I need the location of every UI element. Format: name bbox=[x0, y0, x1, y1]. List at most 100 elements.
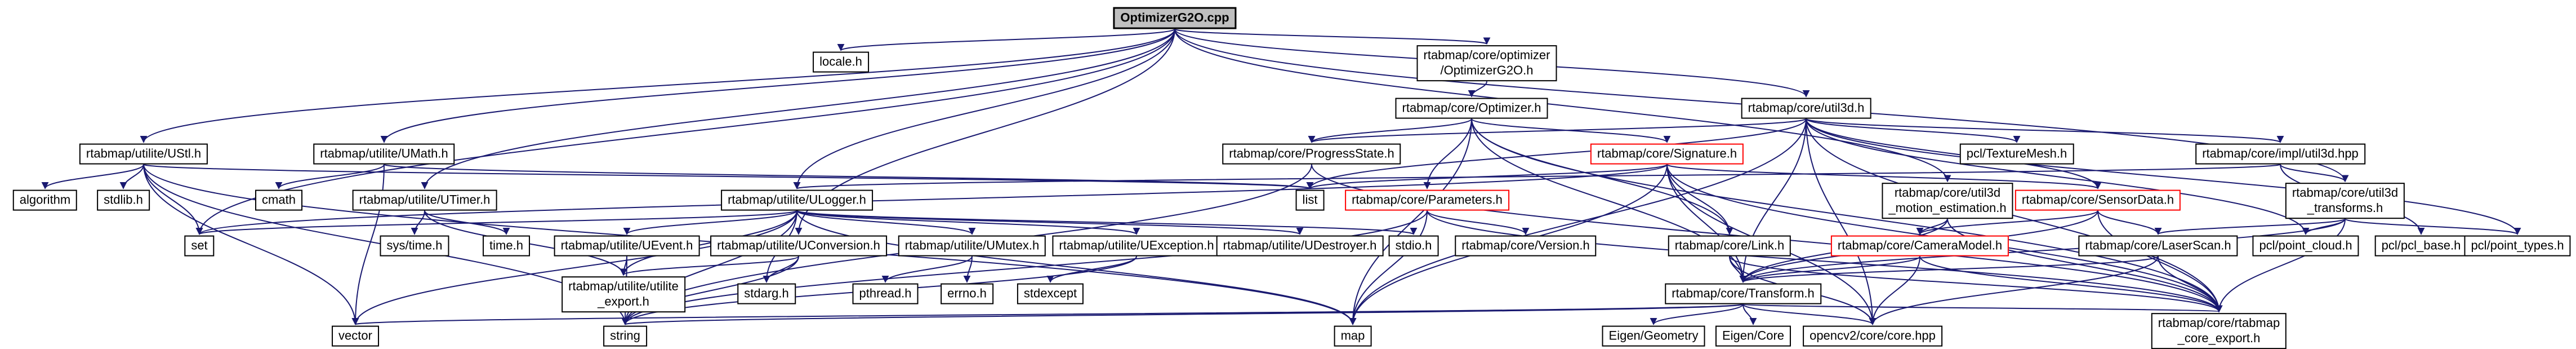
include-edge-sensordata-to-cameramodel bbox=[1916, 210, 2098, 235]
include-edge-ulogger-to-umutex bbox=[796, 210, 976, 235]
graph-node-cmath[interactable]: cmath bbox=[255, 189, 302, 211]
include-edge-optimizer-to-map bbox=[1349, 118, 1472, 325]
graph-node-eigengeom[interactable]: Eigen/Geometry bbox=[1602, 325, 1705, 347]
include-edge-utimer-to-timeh bbox=[424, 210, 510, 235]
include-edge-parameters-to-map bbox=[1349, 210, 1428, 325]
include-edge-transform-to-string bbox=[622, 303, 1744, 325]
include-edge-util3d-to-list bbox=[1306, 118, 1807, 189]
graph-node-umath[interactable]: rtabmap/utilite/UMath.h bbox=[313, 143, 455, 165]
include-edge-umath-to-list bbox=[384, 164, 1313, 189]
include-edge-cpp-to-locale bbox=[837, 28, 1175, 51]
graph-node-map[interactable]: map bbox=[1334, 325, 1372, 347]
graph-node-locale[interactable]: locale.h bbox=[813, 51, 869, 73]
graph-node-utimer[interactable]: rtabmap/utilite/UTimer.h bbox=[352, 189, 497, 211]
include-edge-ulogger-to-vector bbox=[351, 210, 797, 325]
graph-node-uexception[interactable]: rtabmap/utilite/UException.h bbox=[1052, 235, 1221, 257]
include-edge-transform-to-opencv bbox=[1742, 303, 1877, 325]
include-edge-util3d-to-map bbox=[1349, 118, 1807, 325]
graph-node-progress[interactable]: rtabmap/core/ProgressState.h bbox=[1222, 143, 1401, 165]
graph-node-uconversion[interactable]: rtabmap/utilite/UConversion.h bbox=[710, 235, 887, 257]
include-edge-parameters-to-coreexport bbox=[1427, 210, 2223, 313]
include-edge-util3d-to-pointcloud bbox=[1806, 118, 2310, 235]
include-edge-ulogger-to-uexception bbox=[796, 210, 1140, 235]
graph-node-stdlib[interactable]: stdlib.h bbox=[97, 189, 150, 211]
include-edge-cpp-to-ulogger bbox=[793, 29, 1175, 189]
graph-node-uevent[interactable]: rtabmap/utilite/UEvent.h bbox=[554, 235, 700, 257]
graph-node-transform[interactable]: rtabmap/core/Transform.h bbox=[1665, 283, 1821, 304]
graph-node-cameramodel[interactable]: rtabmap/core/CameraModel.h bbox=[1830, 235, 2009, 257]
graph-node-signature[interactable]: rtabmap/core/Signature.h bbox=[1590, 143, 1744, 165]
include-edge-util3d-to-sensordata bbox=[1806, 118, 2102, 189]
graph-node-timeh[interactable]: time.h bbox=[483, 235, 530, 257]
include-edge-transforms-to-laserscan bbox=[2154, 218, 2346, 235]
include-edge-cpp-to-utimer bbox=[421, 29, 1175, 189]
graph-node-pthread[interactable]: pthread.h bbox=[852, 283, 919, 304]
include-edge-transforms-to-pointcloud bbox=[2302, 218, 2346, 235]
include-edge-util3dhpp-to-transforms bbox=[2280, 164, 2349, 183]
graph-node-vector[interactable]: vector bbox=[332, 325, 379, 347]
graph-node-ulogger[interactable]: rtabmap/utilite/ULogger.h bbox=[721, 189, 873, 211]
graph-node-pclbase[interactable]: pcl/pcl_base.h bbox=[2374, 235, 2468, 257]
graph-node-uexport[interactable]: rtabmap/utilite/utilite _export.h bbox=[561, 276, 685, 312]
include-edge-ustl-to-stdlib bbox=[119, 164, 144, 189]
graph-node-eigencore[interactable]: Eigen/Core bbox=[1715, 325, 1791, 347]
include-edge-ustl-to-vector bbox=[143, 164, 359, 325]
include-edge-cameramodel-to-opencv bbox=[1869, 256, 1920, 325]
include-edge-ulogger-to-stdio bbox=[796, 210, 1417, 235]
include-edge-cpp-to-ustl bbox=[140, 29, 1175, 143]
graph-node-link[interactable]: rtabmap/core/Link.h bbox=[1668, 235, 1791, 257]
include-edge-transforms-to-coreexport bbox=[2215, 218, 2346, 313]
include-edge-parameters-to-version bbox=[1427, 210, 1530, 235]
graph-node-systime[interactable]: sys/time.h bbox=[380, 235, 449, 257]
include-edge-signature-to-transform bbox=[1666, 164, 1747, 283]
include-edge-cpp-to-g2oh bbox=[1174, 28, 1490, 45]
graph-node-errno[interactable]: errno.h bbox=[941, 283, 993, 304]
include-edge-cameramodel-to-transform bbox=[1739, 255, 1920, 283]
include-edge-ustl-to-list bbox=[143, 164, 1313, 189]
include-edge-ustl-to-algorithm bbox=[41, 164, 144, 189]
graph-node-parameters[interactable]: rtabmap/core/Parameters.h bbox=[1345, 189, 1509, 211]
graph-node-laserscan[interactable]: rtabmap/core/LaserScan.h bbox=[2078, 235, 2238, 257]
include-edge-transform-to-coreexport bbox=[1742, 303, 2222, 313]
include-edge-utimer-to-systime bbox=[411, 210, 425, 235]
include-edge-link-to-coreexport bbox=[1729, 256, 2223, 313]
graph-node-texturemesh[interactable]: pcl/TextureMesh.h bbox=[1959, 143, 2074, 165]
graph-node-list[interactable]: list bbox=[1295, 189, 1325, 211]
include-edge-util3d-to-texturemesh bbox=[1806, 118, 2021, 143]
graph-node-pointcloud[interactable]: pcl/point_cloud.h bbox=[2252, 235, 2359, 257]
graph-node-sensordata[interactable]: rtabmap/core/SensorData.h bbox=[2015, 189, 2181, 211]
graph-node-ustl[interactable]: rtabmap/utilite/UStl.h bbox=[79, 143, 208, 165]
graph-node-pointtypes[interactable]: pcl/point_types.h bbox=[2464, 235, 2571, 257]
graph-node-util3dhpp[interactable]: rtabmap/core/impl/util3d.hpp bbox=[2195, 143, 2365, 165]
graph-node-algorithm[interactable]: algorithm bbox=[12, 189, 78, 211]
include-edge-signature-to-sensordata bbox=[1666, 164, 2102, 189]
graph-node-util3d[interactable]: rtabmap/core/util3d.h bbox=[1741, 98, 1871, 119]
include-edge-ulogger-to-map bbox=[796, 210, 1357, 325]
graph-node-optimizer[interactable]: rtabmap/core/Optimizer.h bbox=[1395, 98, 1548, 119]
graph-node-udestroyer[interactable]: rtabmap/utilite/UDestroyer.h bbox=[1216, 235, 1384, 257]
include-edge-umath-to-cmath bbox=[275, 164, 385, 189]
include-edge-cpp-to-umath bbox=[380, 29, 1175, 143]
include-edge-util3d-to-pointtypes bbox=[1806, 118, 2521, 235]
graph-node-g2oh[interactable]: rtabmap/core/optimizer /OptimizerG2O.h bbox=[1416, 45, 1557, 81]
graph-node-set[interactable]: set bbox=[184, 235, 215, 257]
include-edge-laserscan-to-coreexport bbox=[2158, 256, 2223, 313]
include-edge-util3dhpp-to-ulogger bbox=[794, 164, 2281, 189]
include-edge-laserscan-to-opencv bbox=[1869, 256, 2159, 325]
graph-node-transforms[interactable]: rtabmap/core/util3d _transforms.h bbox=[2285, 183, 2405, 219]
graph-node-string[interactable]: string bbox=[603, 325, 647, 347]
graph-node-opencv[interactable]: opencv2/core/core.hpp bbox=[1803, 325, 1942, 347]
include-edge-util3d-to-opencv bbox=[1806, 118, 1877, 325]
include-edge-motionest-to-coreexport bbox=[1947, 218, 2223, 313]
graph-node-umutex[interactable]: rtabmap/utilite/UMutex.h bbox=[898, 235, 1046, 257]
graph-node-stdarg[interactable]: stdarg.h bbox=[737, 283, 796, 304]
graph-node-cpp[interactable]: OptimizerG2O.cpp bbox=[1113, 7, 1237, 29]
include-edge-transforms-to-transform bbox=[1739, 218, 2346, 283]
graph-node-version[interactable]: rtabmap/core/Version.h bbox=[1455, 235, 1597, 257]
graph-node-stdio[interactable]: stdio.h bbox=[1388, 235, 1439, 257]
graph-node-coreexport[interactable]: rtabmap/core/rtabmap _core_export.h bbox=[2151, 313, 2287, 349]
graph-node-stdexcept[interactable]: stdexcept bbox=[1017, 283, 1084, 304]
graph-node-motionest[interactable]: rtabmap/core/util3d _motion_estimation.h bbox=[1882, 183, 2013, 219]
